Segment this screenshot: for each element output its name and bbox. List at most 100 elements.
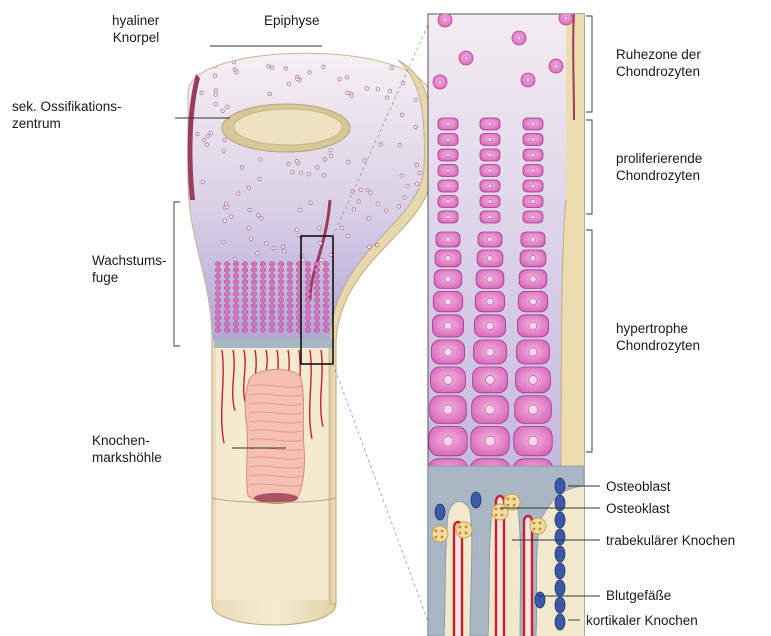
- chondrocyte-dot: [346, 91, 349, 94]
- label-marrow-line1: Knochen-: [92, 432, 162, 449]
- chondrocyte-dot: [318, 226, 321, 229]
- chondrocyte-dot: [400, 113, 403, 116]
- column-cell: [260, 328, 266, 333]
- chondrocyte-dot: [222, 149, 225, 152]
- chondrocyte-dot: [295, 160, 298, 163]
- column-cell: [242, 304, 248, 309]
- chondrocyte-dot: [232, 61, 235, 64]
- chondrocyte-dot: [206, 134, 209, 137]
- column-cell: [305, 262, 311, 267]
- osteoclast-nucleus: [507, 498, 510, 501]
- column-cell: [251, 310, 257, 315]
- column-cell: [305, 316, 311, 321]
- column-cell: [224, 292, 230, 297]
- column-cell: [269, 316, 275, 321]
- label-hyaline-line1: hyaliner: [112, 12, 159, 29]
- column-cell: [224, 310, 230, 315]
- column-cell: [233, 262, 239, 267]
- column-cell: [314, 298, 320, 303]
- cell-nucleus: [446, 199, 450, 203]
- chondrocyte-dot: [398, 143, 401, 146]
- column-cell: [224, 316, 230, 321]
- chondrocyte-dot: [384, 209, 387, 212]
- chondrocyte-dot: [388, 89, 391, 92]
- column-cell: [251, 286, 257, 291]
- column-cell: [269, 328, 275, 333]
- label-cortical-bone: kortikaler Knochen: [586, 612, 698, 629]
- column-cell: [251, 298, 257, 303]
- chondrocyte-dot: [225, 202, 228, 205]
- column-cell: [215, 286, 221, 291]
- label-resting-line2: Chondrozyten: [616, 63, 701, 80]
- osteoblast-cell: [471, 492, 481, 508]
- column-cell: [323, 286, 329, 291]
- label-osteoblast: Osteoblast: [606, 478, 671, 495]
- column-cell: [242, 286, 248, 291]
- chondrocyte-dot: [282, 250, 285, 253]
- label-marrow-line2: markshöhle: [92, 449, 162, 466]
- chondrocyte-dot: [196, 132, 199, 135]
- osteoblast-cell: [555, 529, 565, 545]
- osteoblast-cell: [555, 597, 565, 613]
- column-cell: [305, 292, 311, 297]
- column-cell: [269, 304, 275, 309]
- column-cell: [224, 280, 230, 285]
- column-cell: [269, 286, 275, 291]
- chondrocyte-dot: [414, 125, 417, 128]
- label-hypertrophic-line1: hypertrophe: [616, 320, 700, 337]
- chondrocyte-dot: [346, 234, 349, 237]
- cell-nucleus: [531, 168, 535, 172]
- chondrocyte-dot: [214, 93, 217, 96]
- bone-marrow: [245, 369, 304, 503]
- chondrocyte-dot: [247, 226, 250, 229]
- chondrocyte-dot: [296, 78, 299, 81]
- chondrocyte-dot: [223, 219, 226, 222]
- chondrocyte-dot: [200, 91, 203, 94]
- cell-nucleus: [529, 376, 538, 385]
- column-cell: [215, 280, 221, 285]
- column-cell: [224, 274, 230, 279]
- cell-nucleus: [446, 137, 450, 141]
- column-cell: [224, 286, 230, 291]
- cell-nucleus: [530, 298, 537, 305]
- cell-nucleus: [488, 168, 492, 172]
- column-cell: [260, 298, 266, 303]
- column-cell: [260, 268, 266, 273]
- chondrocyte-dot: [415, 163, 418, 166]
- label-hyaline-cartilage: hyaliner Knorpel: [112, 12, 159, 46]
- osteoclast-nucleus: [539, 528, 542, 531]
- label-ossification-line2: zentrum: [12, 115, 122, 132]
- column-cell: [242, 310, 248, 315]
- column-cell: [269, 280, 275, 285]
- cell-nucleus: [531, 184, 535, 188]
- column-cell: [242, 316, 248, 321]
- column-cell: [314, 262, 320, 267]
- chondrocyte-dot: [340, 226, 343, 229]
- chondrocyte-dot: [365, 87, 368, 90]
- osteoblast-cell: [555, 563, 565, 579]
- label-marrow-cavity: Knochen- markshöhle: [92, 432, 162, 466]
- cell-nucleus: [443, 405, 452, 414]
- chondrocyte-dot: [202, 138, 205, 141]
- cell-nucleus: [531, 199, 535, 203]
- column-cell: [251, 280, 257, 285]
- osteoclast-nucleus: [513, 504, 516, 507]
- chondrocyte-dot: [248, 208, 251, 211]
- column-cell: [260, 316, 266, 321]
- column-cell: [314, 316, 320, 321]
- column-cell: [224, 298, 230, 303]
- column-cell: [323, 298, 329, 303]
- chondrocyte-dot: [385, 96, 388, 99]
- chondrocyte-dot: [403, 196, 406, 199]
- osteoclast-nucleus: [441, 530, 444, 533]
- chondrocyte-dot: [352, 208, 355, 211]
- label-growth-plate: Wachstums- fuge: [92, 252, 167, 286]
- cell-nucleus: [438, 80, 442, 84]
- cell-nucleus: [487, 298, 494, 305]
- column-cell: [314, 286, 320, 291]
- label-resting-zone: Ruhezone der Chondrozyten: [616, 46, 701, 80]
- column-cell: [215, 268, 221, 273]
- chondrocyte-dot: [414, 98, 417, 101]
- column-cell: [269, 298, 275, 303]
- column-cell: [233, 316, 239, 321]
